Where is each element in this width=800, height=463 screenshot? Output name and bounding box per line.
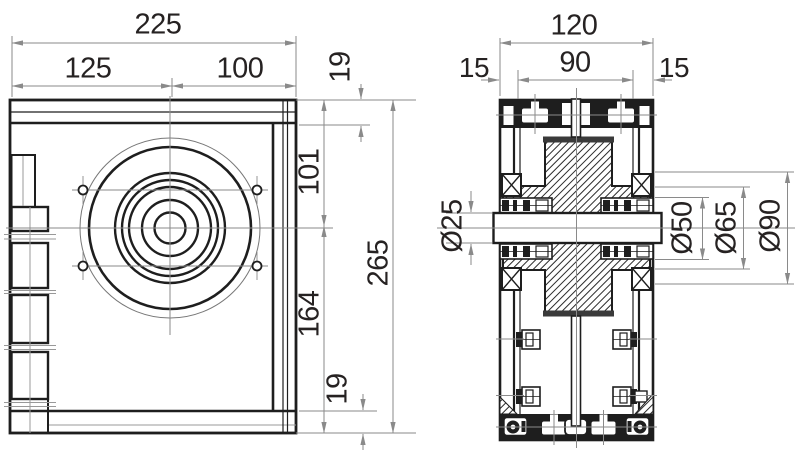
bolt-nut <box>634 390 648 403</box>
side-total-width-label: 120 <box>550 9 598 42</box>
front-view-drawing <box>4 96 333 435</box>
bearing-x-icon <box>631 267 652 291</box>
clamp-strip <box>4 154 56 433</box>
front-lower-height-label: 164 <box>293 290 326 338</box>
shaft-diameter-label: Ø25 <box>436 199 469 253</box>
bearing-diameter-label: Ø65 <box>710 201 743 255</box>
front-centerlines <box>6 96 333 335</box>
bearing-x-icon <box>501 173 522 197</box>
corner-hatch <box>633 392 654 415</box>
bearing-x-icon <box>631 173 652 197</box>
bearing-stack-icon <box>600 197 654 214</box>
side-view-drawing <box>437 88 795 448</box>
front-bottom-plate-label: 19 <box>321 373 354 405</box>
side-centerlines <box>437 88 795 448</box>
bearing-x-icon <box>501 267 522 291</box>
side-right-flange-label: 15 <box>658 52 690 83</box>
corner-hatch <box>499 395 519 415</box>
bearing-stack-icon <box>499 243 553 260</box>
side-slot-span-label: 90 <box>559 46 591 79</box>
front-left-width-label: 125 <box>64 52 112 85</box>
front-upper-height-label: 101 <box>293 148 326 196</box>
bore-diameter-label: Ø50 <box>666 201 699 255</box>
side-view-dimensions <box>446 38 794 285</box>
side-left-flange-label: 15 <box>458 52 490 83</box>
bearing-stack-icon <box>600 243 654 260</box>
front-total-width-label: 225 <box>134 8 182 41</box>
front-right-width-label: 100 <box>216 52 264 85</box>
hub-diameter-label: Ø90 <box>754 199 787 253</box>
front-view-dimensions <box>11 36 416 450</box>
bolt-icon <box>612 386 638 407</box>
front-top-plate-label: 19 <box>324 51 357 83</box>
bearing-stack-icon <box>499 197 553 214</box>
bolt-icon <box>515 386 541 407</box>
front-total-height-label: 265 <box>362 239 395 287</box>
